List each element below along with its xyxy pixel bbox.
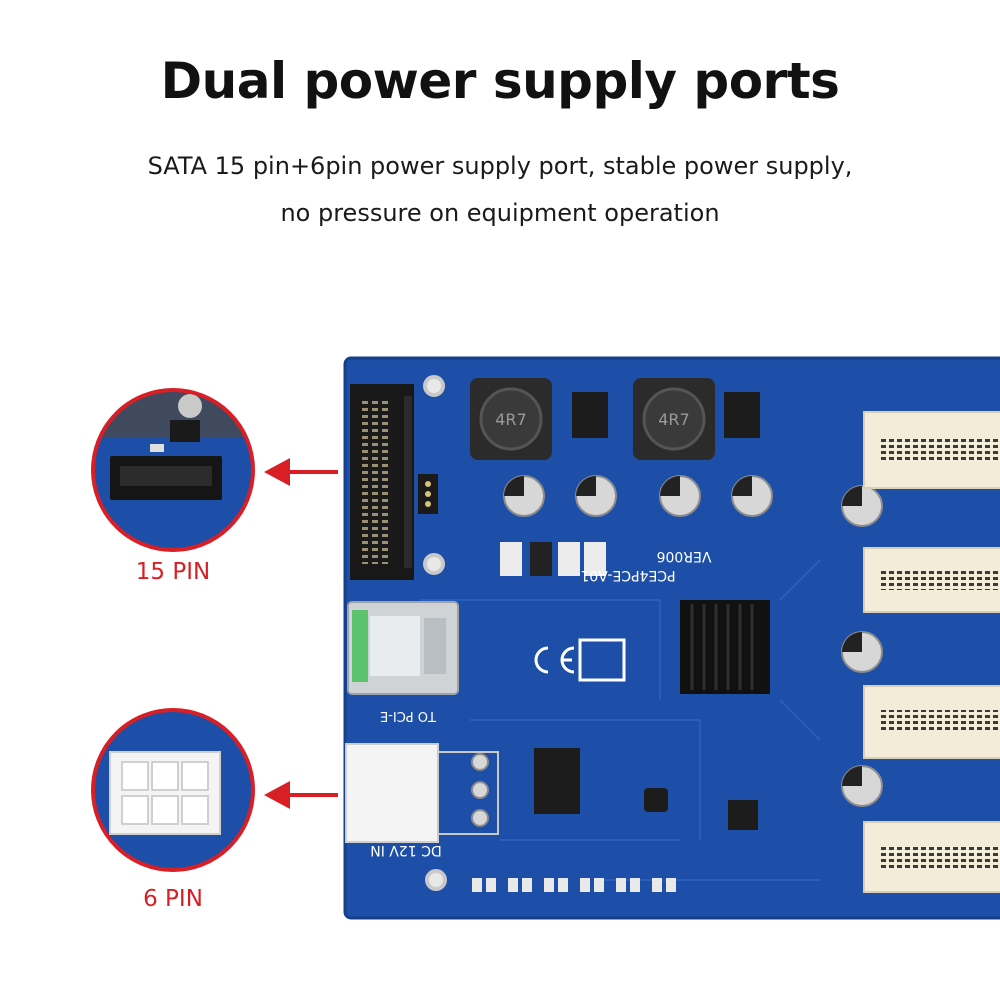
heatsink (680, 600, 770, 694)
dc-in-marking: DC 12V IN (370, 842, 441, 858)
capacitors (503, 475, 883, 807)
six-pin-power-connector (345, 743, 499, 843)
pcb-board: 4R7 4R7 (343, 356, 1000, 920)
small-ics (534, 392, 760, 830)
ce-fc-logo (534, 638, 626, 682)
m2-pcie-jumper (418, 474, 438, 514)
arrow-to-sata (264, 458, 338, 486)
inductor-label-1: 4R7 (495, 410, 526, 429)
description-line-1: SATA 15 pin+6pin power supply port, stab… (147, 152, 853, 180)
usb3-to-pcie-port (347, 601, 459, 695)
six-pin-label: 6 PIN (143, 886, 203, 912)
led-row (472, 878, 676, 892)
inductor-label-2: 4R7 (658, 410, 689, 429)
to-pcie-marking: TO PCI-E (380, 708, 437, 723)
page-title: Dual power supply ports (160, 52, 840, 110)
description-line-2: no pressure on equipment operation (280, 199, 720, 227)
fuses (500, 542, 606, 576)
sata-pin-label: 15 PIN (135, 559, 211, 585)
sata-zoom-callout (91, 388, 255, 552)
pcie-slots (863, 411, 1000, 893)
board-model-marking: PCE4PCE-A01 (580, 567, 675, 583)
mounting-holes (423, 375, 447, 891)
board-version-marking: VER006 (656, 548, 711, 564)
arrow-to-six-pin (264, 781, 338, 809)
six-pin-zoom-callout (91, 708, 255, 872)
inductors: 4R7 4R7 (470, 378, 715, 460)
sata-power-connector (350, 384, 414, 580)
